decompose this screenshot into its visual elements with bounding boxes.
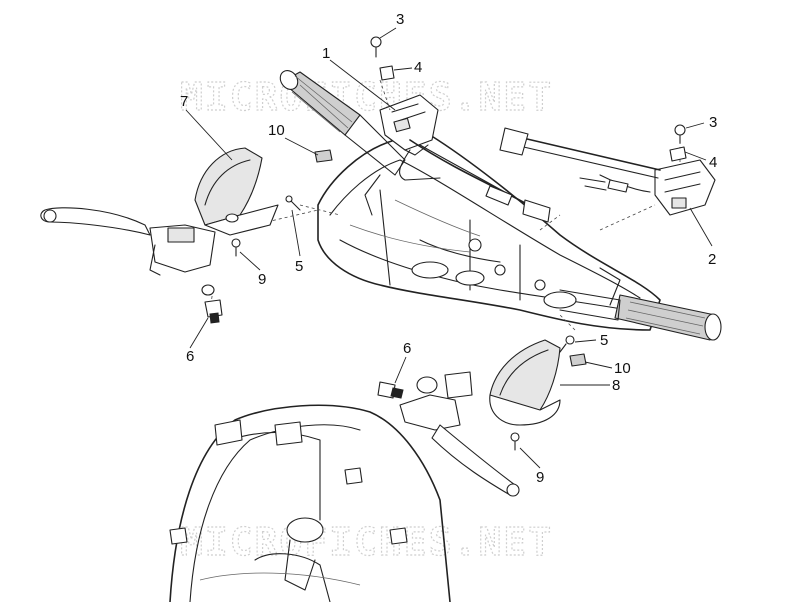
left-wiring-harness [399, 139, 551, 223]
watermark-top: MICROFICHES.NET [180, 75, 553, 119]
callout-10-left: 10 [268, 122, 285, 139]
right-wiring-harness [499, 127, 661, 193]
right-switch-housing [654, 159, 716, 216]
right-grip [559, 289, 722, 341]
callout-4-top: 4 [414, 59, 422, 76]
fasteners [231, 36, 687, 451]
callout-4-right: 4 [709, 154, 717, 171]
callout-10-right: 10 [614, 360, 631, 377]
callout-9-left: 9 [258, 271, 266, 288]
callout-5-right: 5 [600, 332, 608, 349]
right-brake-switch [377, 381, 404, 399]
left-brake-cover [194, 147, 279, 236]
watermark-bottom: MICROFICHES.NET [180, 520, 553, 564]
callout-7: 7 [180, 93, 188, 110]
front-body-panel [169, 404, 451, 602]
right-brake-cover [489, 339, 561, 426]
handlebar-frame [317, 134, 661, 331]
callout-9-right: 9 [536, 469, 544, 486]
callout-labels: 1 2 3 3 4 4 5 5 6 6 7 8 9 9 10 10 [180, 11, 717, 486]
callout-8: 8 [612, 377, 620, 394]
callout-1: 1 [322, 45, 330, 62]
callout-3-right: 3 [709, 114, 717, 131]
callout-6-right: 6 [403, 340, 411, 357]
callout-5-left: 5 [295, 258, 303, 275]
callout-6-left: 6 [186, 348, 194, 365]
left-brake-switch [204, 299, 223, 324]
left-brake-lever [40, 207, 216, 296]
leader-lines [185, 27, 713, 469]
callout-3-top: 3 [396, 11, 404, 28]
callout-2: 2 [708, 251, 716, 268]
right-brake-lever [399, 371, 520, 497]
